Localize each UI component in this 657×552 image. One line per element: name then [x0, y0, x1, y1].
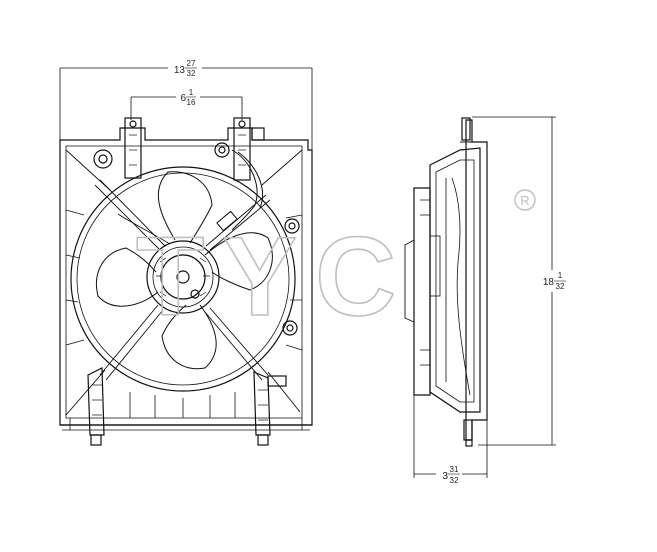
- watermark-text: TYC: [136, 214, 414, 339]
- spacing-whole: 6: [180, 93, 186, 104]
- mount-spacing-label: 6 1 16: [180, 88, 196, 107]
- front-view: [59, 67, 313, 446]
- spacing-numerator: 1: [189, 88, 194, 97]
- registered-mark-circle: [514, 189, 536, 211]
- depth-denominator: 32: [450, 476, 459, 485]
- height-numerator: 1: [558, 271, 563, 280]
- width-numerator: 27: [187, 59, 196, 68]
- bottom-ribs: [129, 392, 236, 418]
- depth-label: 3 31 32: [442, 465, 460, 485]
- motor-hub: [146, 240, 220, 314]
- height-label: 18 1 32: [543, 271, 566, 291]
- spacing-denominator: 16: [187, 98, 196, 107]
- registered-mark-letter: R: [520, 193, 529, 208]
- height-denominator: 32: [556, 282, 565, 291]
- bolt-boss: [93, 142, 300, 336]
- width-denominator: 32: [187, 69, 196, 78]
- width-whole: 13: [174, 65, 186, 76]
- fan-blades: [96, 171, 273, 370]
- width-label: 13 27 32: [174, 59, 197, 78]
- overall-width-dimension: [59, 67, 313, 150]
- depth-numerator: 31: [450, 465, 459, 474]
- mount-spacing-dimension: [130, 96, 243, 120]
- side-mount-tabs: [461, 117, 473, 447]
- side-view: [404, 116, 556, 478]
- height-whole: 18: [543, 277, 555, 288]
- shroud-side-profile: [429, 119, 488, 441]
- wire-harness: [216, 149, 264, 232]
- depth-dimension: [413, 300, 488, 478]
- top-mount-tab-left: [124, 117, 142, 179]
- top-mount-tab-right: [233, 117, 265, 181]
- brand-watermark: TYC R: [135, 189, 536, 340]
- depth-whole: 3: [442, 471, 448, 482]
- bottom-leg-right: [253, 371, 287, 446]
- motor-side-profile: [404, 187, 441, 396]
- bottom-leg-left: [87, 367, 105, 446]
- overall-height-dimension: [472, 116, 556, 446]
